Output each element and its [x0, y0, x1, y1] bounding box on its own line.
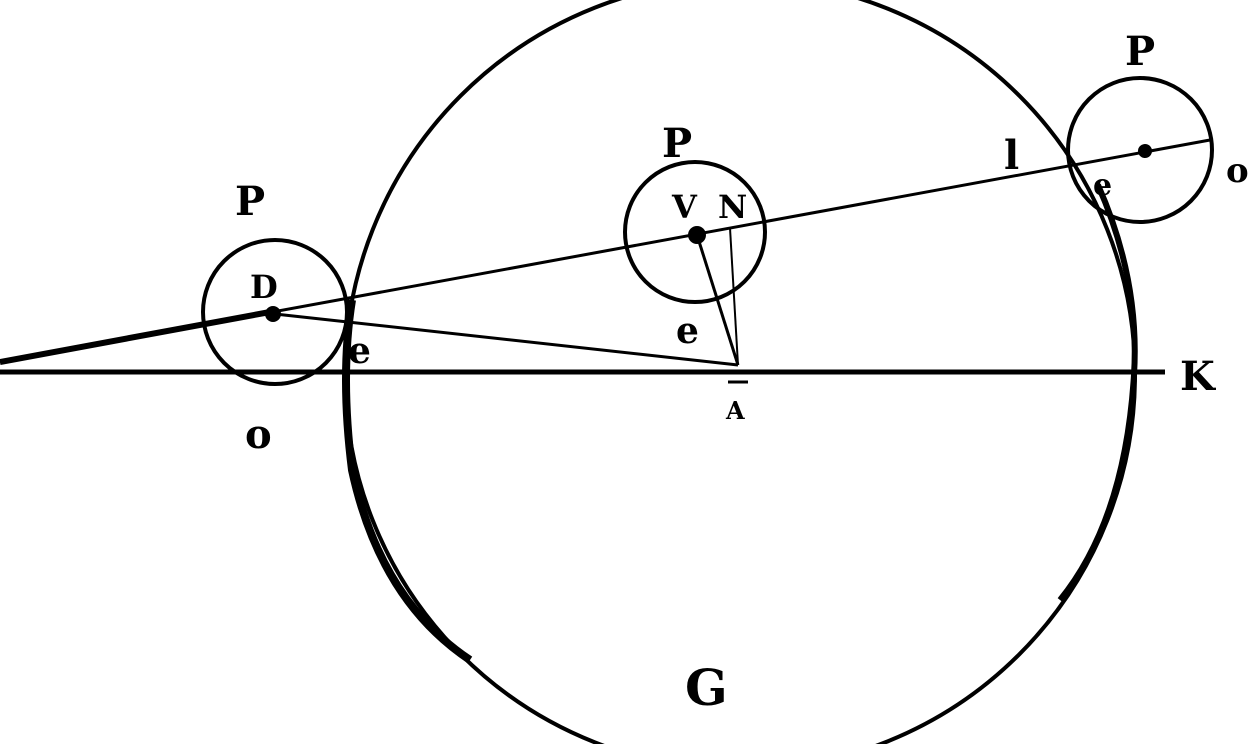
- label-e-right: e: [1093, 168, 1112, 203]
- line-long-thick-tail: [0, 309, 271, 365]
- label-k: K: [1180, 353, 1216, 400]
- epicycle-right: [1066, 76, 1214, 224]
- label-p-right: P: [1125, 28, 1155, 75]
- deferent-thick-right-edge: [1057, 183, 1138, 602]
- planet-dot-v: [688, 226, 706, 244]
- label-o-left: o: [245, 411, 272, 458]
- planet-dot-d: [265, 306, 281, 322]
- line-v-to-a: [695, 234, 740, 366]
- line-d-to-a: [274, 312, 739, 367]
- label-a: A: [725, 396, 745, 425]
- label-l: l: [1004, 132, 1019, 179]
- label-e-left: e: [348, 330, 371, 372]
- planet-dot-right: [1138, 144, 1152, 158]
- label-p-center: P: [662, 120, 692, 167]
- epicycle-left: [201, 238, 349, 386]
- label-e-center: e: [676, 310, 699, 352]
- label-n: N: [718, 188, 747, 226]
- label-v: V: [671, 188, 698, 226]
- epicycle-center: [623, 160, 767, 304]
- label-d: D: [250, 268, 278, 306]
- label-o-right: o: [1226, 151, 1249, 191]
- line-n-to-a: [729, 227, 739, 366]
- label-p-left: P: [235, 178, 265, 225]
- label-g: G: [685, 658, 728, 717]
- deferent-thick-left-edge: [342, 299, 473, 664]
